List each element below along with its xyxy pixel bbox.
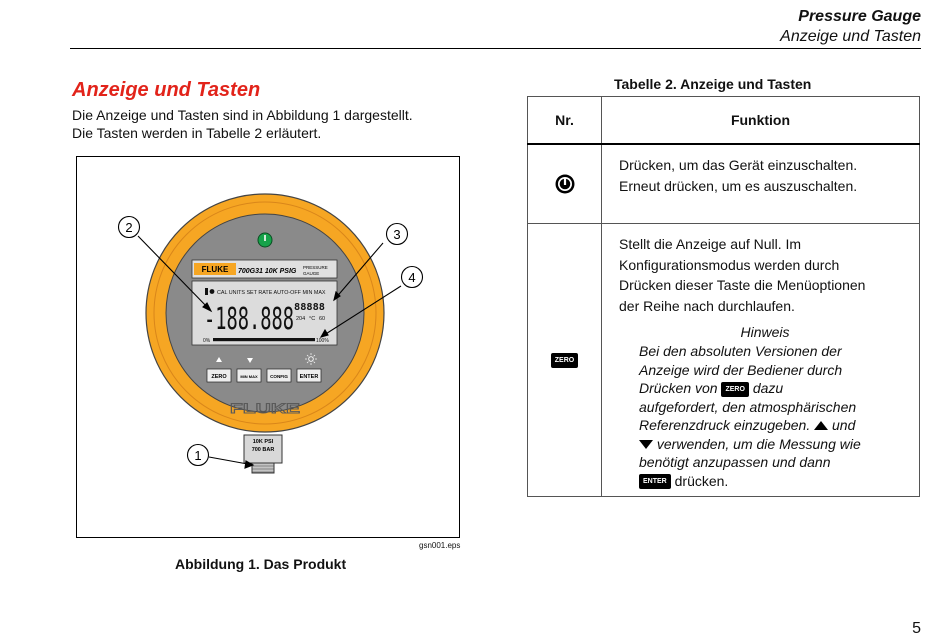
lcd-temp-unit: °C xyxy=(309,316,315,322)
row1-nr xyxy=(527,143,602,224)
callout-1: 1 xyxy=(194,448,201,463)
gauge-label-2: GAUGE xyxy=(303,271,319,276)
lcd-bar-max: 100% xyxy=(316,338,329,344)
front-button-minmax: MIN MAX xyxy=(240,374,258,379)
zero-key-icon: ZERO xyxy=(550,353,579,369)
power-icon xyxy=(555,174,574,194)
callout-2-circle xyxy=(117,215,141,239)
row2-line-4: der Reihe nach durchlaufen. xyxy=(619,297,795,314)
note-line-3a: Drücken von xyxy=(639,380,718,396)
note-line-2: Anzeige wird der Bediener durch xyxy=(639,361,843,378)
gauge-thread xyxy=(251,462,275,474)
row2-nr: ZERO xyxy=(527,223,602,497)
intro-line-2: Die Tasten werden in Tabelle 2 erläutert… xyxy=(72,125,322,141)
note-line-4: aufgefordert, den atmosphärischen xyxy=(639,398,857,415)
up-triangle-icon xyxy=(814,421,829,430)
gauge-lcd xyxy=(191,280,338,346)
callout-3-circle xyxy=(385,222,409,246)
fitting-label-2: 700 BAR xyxy=(252,447,275,453)
header-title: Pressure Gauge xyxy=(798,8,921,25)
note-line-5b: und xyxy=(832,417,856,433)
note-line-6: verwenden, um die Messung wie xyxy=(639,435,911,454)
callout-4-circle xyxy=(400,265,424,289)
gauge-model: 700G31 10K PSIG xyxy=(238,268,297,275)
enter-key-inline-icon: ENTER xyxy=(639,474,671,490)
row1-funktion: Drücken, um das Gerät einzuschalten. Ern… xyxy=(601,143,920,224)
fitting-label-1: 10K PSI xyxy=(253,439,274,445)
note-line-5a: Referenzdruck einzugeben. xyxy=(639,417,811,433)
row1-line-2: Erneut drücken, um es auszuschalten. xyxy=(619,177,858,194)
section-intro: Die Anzeige und Tasten sind in Abbildung… xyxy=(72,106,492,142)
row2-funktion: Stellt die Anzeige auf Null. Im Konfigur… xyxy=(601,223,920,497)
front-button-config: CONFIG xyxy=(270,374,288,379)
callout-1-circle xyxy=(186,443,210,467)
table-caption: Tabelle 2. Anzeige und Tasten xyxy=(614,76,812,92)
col-funktion-header: Funktion xyxy=(601,96,920,145)
gauge-panel-brand: FLUKE xyxy=(202,265,229,274)
row2-line-2: Konfigurationsmodus werden durch xyxy=(619,256,840,273)
lcd-bargraph xyxy=(213,338,315,342)
up-arrow-icon xyxy=(216,357,222,362)
down-arrow-icon xyxy=(247,358,253,363)
keys-table: Nr. Funktion Drücken, um das Gerät einzu… xyxy=(527,96,920,497)
callout-3: 3 xyxy=(393,227,400,242)
lcd-bar-min: 0% xyxy=(203,338,211,344)
table-header-row: Nr. Funktion xyxy=(527,96,920,145)
section-title: Anzeige und Tasten xyxy=(72,79,261,101)
gauge-illustration: 10K PSI 700 BAR FLUKE 700G31 10K PSIG PR… xyxy=(117,193,424,474)
note-line-7: benötigt anzupassen und dann xyxy=(639,454,831,470)
note-line-3b: dazu xyxy=(752,380,784,396)
note-title: Hinweis xyxy=(740,324,790,340)
col-nr-header: Nr. xyxy=(527,96,602,145)
lcd-temp-value: 204 xyxy=(296,316,305,322)
note-line-5: Referenzdruck einzugeben. und xyxy=(639,416,911,435)
intro-line-1: Die Anzeige und Tasten sind in Abbildung… xyxy=(72,107,413,123)
note-line-1: Bei den absoluten Versionen der xyxy=(639,343,842,359)
figure-filename: gsn001.eps xyxy=(419,541,461,550)
front-button-enter: ENTER xyxy=(300,374,319,380)
note-line-8b: drücken. xyxy=(674,472,729,489)
callout-4: 4 xyxy=(408,270,415,285)
figure-caption: Abbildung 1. Das Produkt xyxy=(175,556,347,572)
note-line-6b: verwenden, um die Messung wie xyxy=(656,435,861,452)
front-button-zero: ZERO xyxy=(211,374,227,380)
note-line-3: Drücken von ZERO dazu xyxy=(639,379,911,398)
lcd-main-reading: -188.888 xyxy=(204,302,294,337)
note-body: Bei den absoluten Versionen der Anzeige … xyxy=(639,342,911,490)
table-row: Drücken, um das Gerät einzuschalten. Ern… xyxy=(527,143,920,224)
figure-frame: 10K PSI 700 BAR FLUKE 700G31 10K PSIG PR… xyxy=(76,156,460,538)
row1-line-1: Drücken, um das Gerät einzuschalten. xyxy=(619,157,858,173)
header-rule xyxy=(70,48,921,49)
backlight-icon xyxy=(308,356,314,362)
page-number: 5 xyxy=(912,620,921,637)
gauge-label-1: PRESSURE xyxy=(303,265,328,270)
lcd-status-line: CAL UNITS SET RATE AUTO-OFF MIN MAX xyxy=(217,290,326,296)
front-buttons: ZERO MIN MAX CONFIG ENTER xyxy=(206,368,322,383)
note-line-8: ENTER drücken. xyxy=(639,472,911,491)
table-row: ZERO Stellt die Anzeige auf Null. Im Kon… xyxy=(527,223,920,497)
lcd-temp-aux: 60 xyxy=(319,316,325,322)
lcd-small-reading: 88888 xyxy=(294,302,325,313)
row2-line-1: Stellt die Anzeige auf Null. Im xyxy=(619,236,802,252)
zero-key-inline-icon: ZERO xyxy=(721,381,749,397)
gauge-fitting xyxy=(243,434,283,464)
callout-2: 2 xyxy=(125,220,132,235)
header-subtitle: Anzeige und Tasten xyxy=(780,28,921,45)
row2-line-3: Drücken dieser Taste die Menüoptionen xyxy=(619,277,866,293)
down-triangle-icon xyxy=(639,439,653,449)
gauge-front-brand: FLUKE xyxy=(230,400,300,416)
